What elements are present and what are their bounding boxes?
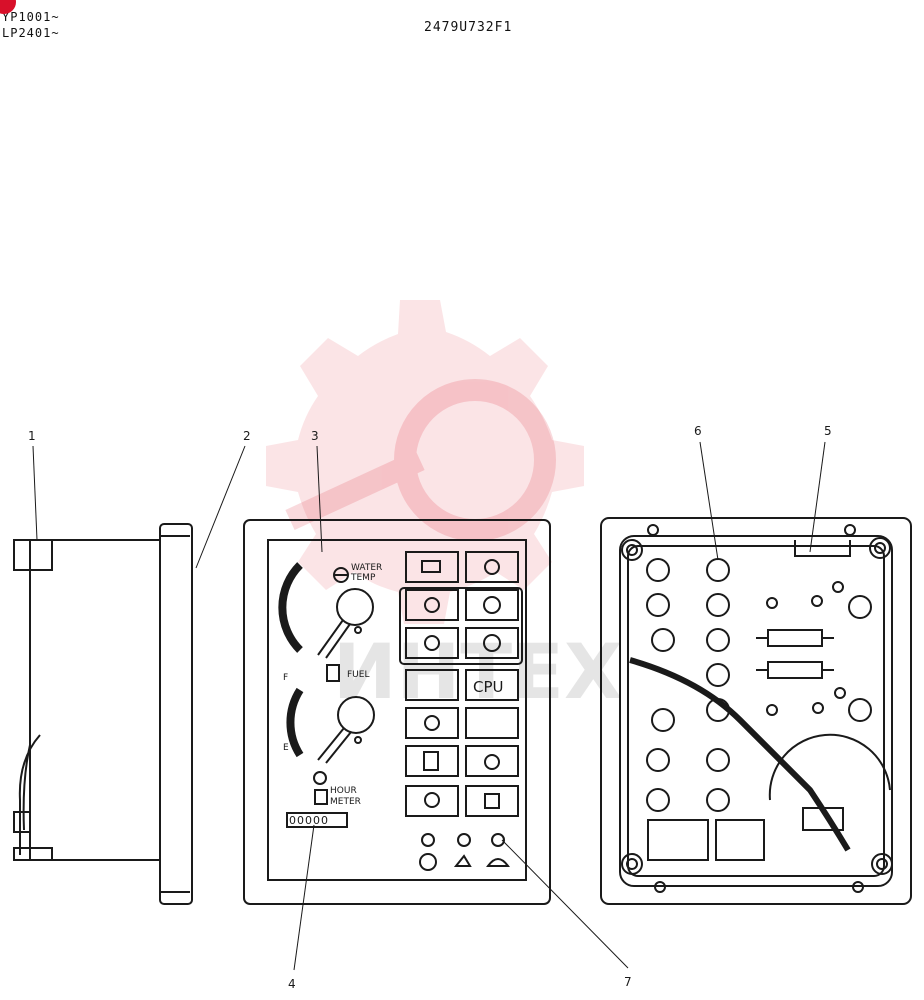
resistor-2 <box>767 661 823 679</box>
slow-speed-icon <box>486 858 510 867</box>
rear-screw-2 <box>844 524 856 536</box>
side-view <box>13 523 193 905</box>
lamp-coolant <box>405 627 459 659</box>
preheat-led <box>421 833 435 847</box>
hour-meter-indicator-icon <box>313 771 327 785</box>
slow-speed-led <box>491 833 505 847</box>
rear-screw-3 <box>654 881 666 893</box>
connector-1 <box>647 819 709 861</box>
bulb-sockets <box>646 558 872 812</box>
rear-view <box>600 517 912 905</box>
rear-screw-1 <box>647 524 659 536</box>
callout-3: 3 <box>311 429 319 443</box>
circuit-board <box>627 545 885 877</box>
watermark-text: ИНТЕХ <box>333 627 623 716</box>
side-connector-small <box>13 811 31 833</box>
water-temp-label-1: WATER <box>351 563 382 573</box>
lamp-cpu <box>465 669 519 701</box>
buzzer-housing <box>768 733 891 801</box>
warning-lamps <box>405 551 519 817</box>
water-temp-label-2: TEMP <box>350 573 376 583</box>
side-harness <box>18 734 41 855</box>
lamp-oil-pressure <box>405 589 459 621</box>
connector-2 <box>715 819 765 861</box>
rear-screw-4 <box>852 881 864 893</box>
lamp-hydraulic-oil <box>405 785 459 817</box>
battery-icon <box>421 560 441 573</box>
rear-housing <box>600 517 912 905</box>
front-panel-face <box>267 539 527 881</box>
coolant-level-icon <box>424 635 440 651</box>
side-housing <box>29 539 161 861</box>
fuel-full-mark: F <box>283 673 288 683</box>
rear-cutout <box>794 540 851 557</box>
fast-speed-led <box>457 833 471 847</box>
hourglass-icon <box>314 789 328 805</box>
callout-2: 2 <box>243 429 251 443</box>
lamp-water-temp <box>465 589 519 621</box>
fuel-level-icon <box>423 751 439 771</box>
callout-4: 4 <box>288 977 296 991</box>
hour-meter-label-2: METER <box>330 797 361 807</box>
fuel-gauge-dial <box>337 696 375 734</box>
lamp-battery <box>405 551 459 583</box>
callout-5: 5 <box>824 424 832 438</box>
front-panel-frame <box>243 519 551 905</box>
fuel-label: FUEL <box>347 670 369 680</box>
serial-range-1: YP1001~ <box>2 10 60 24</box>
lamp-charge <box>465 551 519 583</box>
rear-inner-frame <box>619 535 893 887</box>
callout-leaders <box>32 441 826 971</box>
hydraulic-temp-icon <box>484 793 500 809</box>
oil-filter-icon <box>424 715 440 731</box>
lamp-blank-2 <box>465 707 519 739</box>
wire-harness <box>629 657 851 852</box>
callout-1: 1 <box>28 429 36 443</box>
front-panel <box>243 519 551 905</box>
side-connector-top <box>13 539 53 571</box>
lamp-air-filter <box>465 627 519 659</box>
lamp-blank-1 <box>405 669 459 701</box>
cpu-label: CPU <box>473 678 504 696</box>
preheat-icon <box>419 853 437 871</box>
hour-meter-display <box>286 812 348 828</box>
water-temp-gauge-dial <box>336 588 374 626</box>
lamp-hydraulic-temp <box>465 785 519 817</box>
lamp-fuel-level <box>405 745 459 777</box>
lamp-oil-filter <box>405 707 459 739</box>
lamp-engine-oil-level <box>465 745 519 777</box>
callout-7: 7 <box>624 975 632 989</box>
watermark-logo <box>266 300 584 624</box>
hour-meter-digits: 00000 <box>289 814 329 827</box>
callout-6: 6 <box>694 424 702 438</box>
hour-meter-label-1: HOUR <box>330 786 357 796</box>
harness-clamp <box>802 807 844 831</box>
water-temp-gauge-arc <box>278 562 303 653</box>
fuel-pump-icon <box>326 664 340 682</box>
resistor-1 <box>767 629 823 647</box>
oil-pressure-icon <box>424 597 440 613</box>
side-connector-bottom <box>13 847 53 861</box>
side-bezel <box>159 523 193 905</box>
hydraulic-oil-icon <box>424 792 440 808</box>
charge-icon <box>484 559 500 575</box>
air-filter-icon <box>483 634 501 652</box>
drawing-number: 2479U732F1 <box>424 20 513 35</box>
watermark-wrench <box>285 379 556 541</box>
fuel-empty-mark: E <box>283 743 289 753</box>
serial-range-2: LP2401~ <box>2 26 60 40</box>
fuel-gauge-arc <box>286 687 304 758</box>
water-temp-warning-icon <box>483 596 501 614</box>
caution-lamp-group <box>399 587 523 665</box>
brand-dot <box>0 0 16 14</box>
engine-oil-level-icon <box>484 754 500 770</box>
fast-speed-icon <box>453 854 472 867</box>
